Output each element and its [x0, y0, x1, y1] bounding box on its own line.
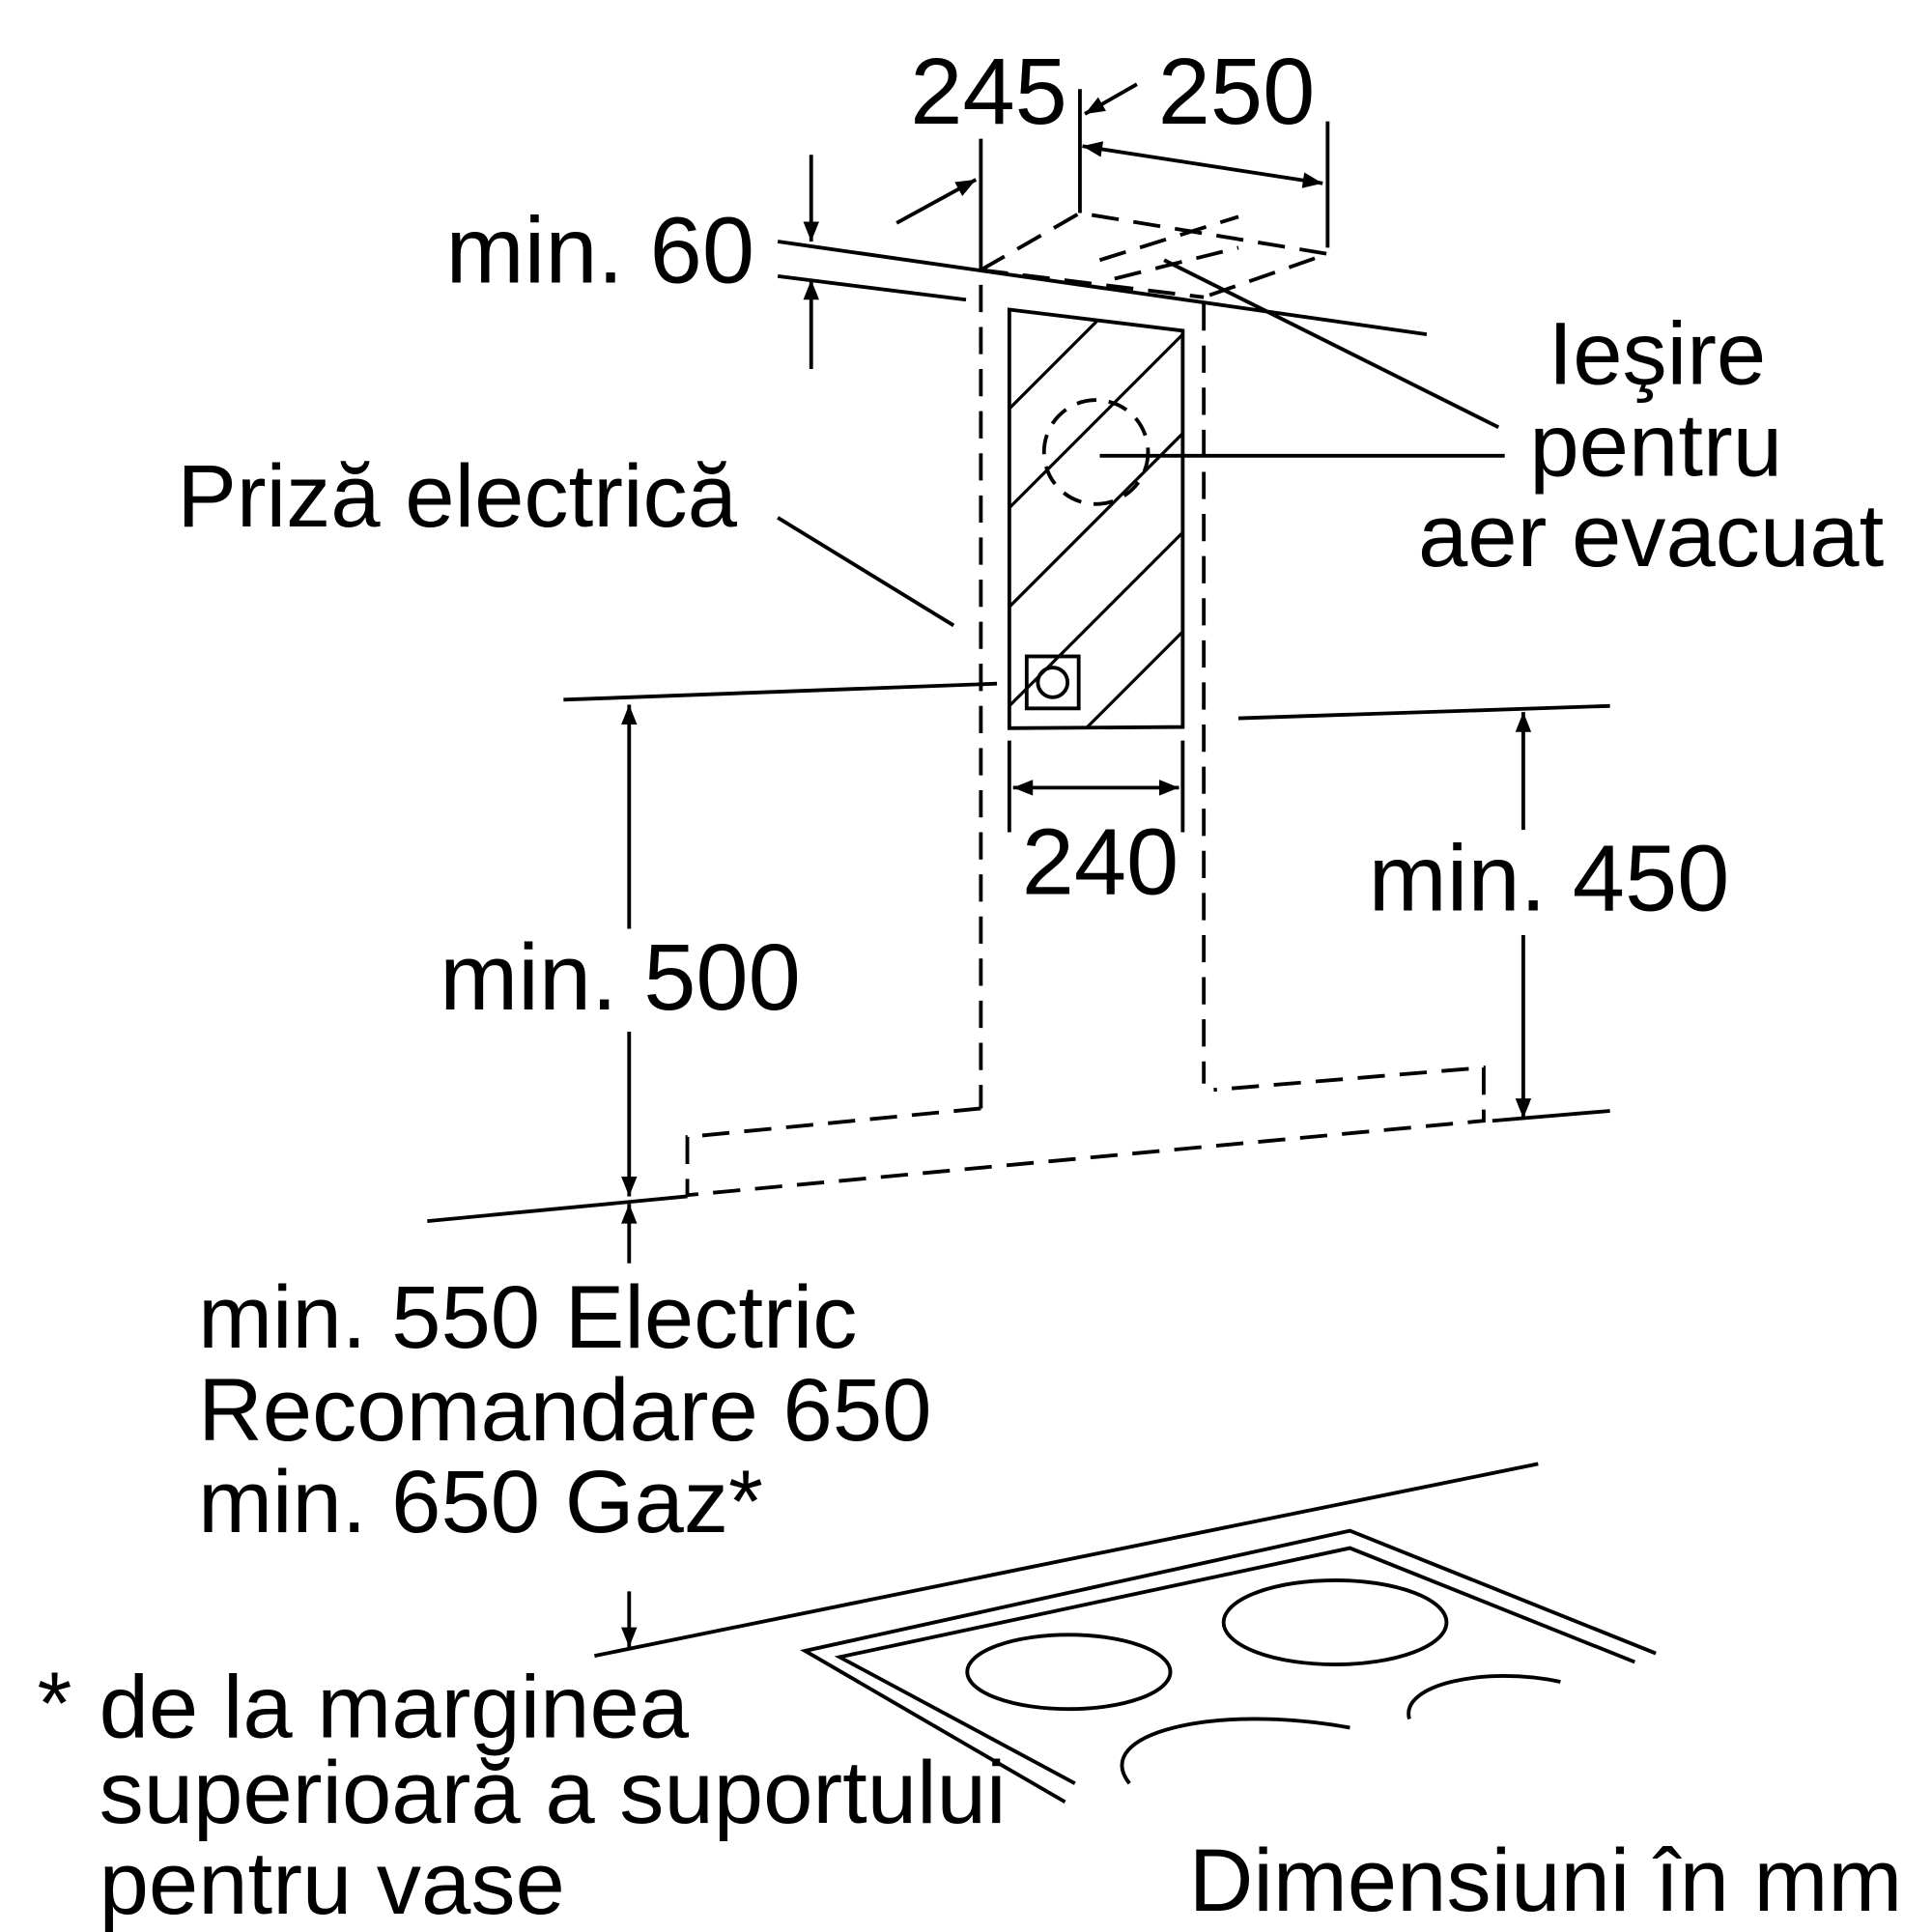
dim-245: 245 [910, 39, 1067, 144]
hood-chimney-outline [685, 211, 1486, 1198]
footnote-line-3: pentru vase [99, 1833, 565, 1932]
dim-min-60: min. 60 [446, 197, 754, 302]
clearance-line-1: min. 550 Electric [198, 1266, 857, 1367]
footnote-star: * [37, 1653, 71, 1753]
outlet-label-2: pentru [1529, 394, 1782, 495]
dim-min-450: min. 450 [1369, 825, 1730, 930]
footnote-line-1: de la marginea [99, 1657, 690, 1757]
outlet-label-1: Ieşire [1548, 302, 1767, 403]
footnote-line-2: superioară a suportului [99, 1742, 1007, 1842]
units-label: Dimensiuni în mm [1189, 1830, 1903, 1930]
socket-label: Priză electrică [177, 445, 737, 546]
duct-outlet-circle [1041, 398, 1151, 506]
clearance-line-2: Recomandare 650 [198, 1359, 931, 1460]
installation-zone [1007, 307, 1185, 730]
dim-min-500: min. 500 [440, 924, 801, 1030]
power-socket-icon [1024, 654, 1081, 711]
clearance-line-3: min. 650 Gaz* [198, 1451, 763, 1551]
dim-250: 250 [1158, 39, 1316, 144]
outlet-label-3: aer evacuat [1418, 485, 1884, 585]
cooktop [594, 1462, 1657, 1804]
dim-240: 240 [1022, 810, 1179, 915]
